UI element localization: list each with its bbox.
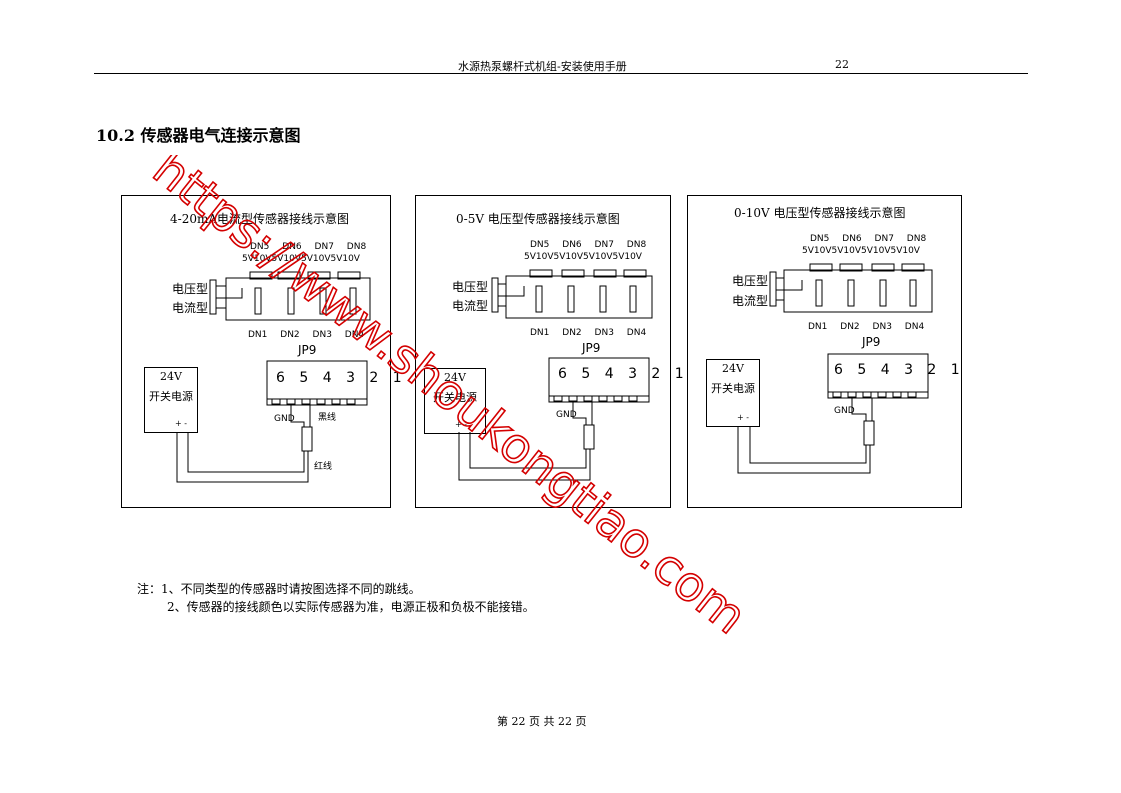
black-wire-label: 黑线 bbox=[318, 413, 337, 423]
voltage-labels: 5V10V5V10V5V10V5V10V bbox=[242, 254, 360, 264]
note-1: 注：1、不同类型的传感器时请按图选择不同的跳线。 bbox=[137, 582, 421, 596]
dn1-label: DN1 bbox=[530, 328, 550, 338]
label-voltage-type: 电压型 bbox=[732, 274, 769, 288]
switching-power-supply: 24V 开关电源 + - bbox=[424, 368, 486, 434]
voltage-labels: 5V10V5V10V5V10V5V10V bbox=[802, 246, 920, 256]
psu-polarity: + - bbox=[455, 420, 467, 429]
dn7-label: DN7 bbox=[314, 242, 334, 252]
dn-top-labels: DN5 DN6 DN7 DN8 bbox=[810, 234, 926, 244]
red-wire-label: 红线 bbox=[314, 462, 333, 472]
header-page-number: 22 bbox=[835, 58, 849, 71]
voltage-labels: 5V10V5V10V5V10V5V10V bbox=[524, 252, 642, 262]
dn1-label: DN1 bbox=[248, 330, 268, 340]
psu-voltage: 24V bbox=[722, 362, 744, 375]
gnd-label: GND bbox=[556, 410, 577, 420]
dn3-label: DN3 bbox=[312, 330, 332, 340]
panel-title: 0-10V 电压型传感器接线示意图 bbox=[734, 206, 906, 220]
switching-power-supply: 24V 开关电源 + - bbox=[144, 367, 198, 433]
wiring-diagram bbox=[458, 269, 653, 481]
connector-label: JP9 bbox=[582, 341, 601, 355]
dn-bottom-labels: DN1 DN2 DN3 DN4 bbox=[248, 330, 364, 340]
dn3-label: DN3 bbox=[872, 322, 892, 332]
dn7-label: DN7 bbox=[594, 240, 614, 250]
psu-voltage: 24V bbox=[444, 371, 466, 384]
dn4-label: DN4 bbox=[344, 330, 365, 340]
dn-bottom-labels: DN1 DN2 DN3 DN4 bbox=[530, 328, 646, 338]
dn4-label: DN4 bbox=[626, 328, 647, 338]
dn3-label: DN3 bbox=[594, 328, 614, 338]
dn6-label: DN6 bbox=[842, 234, 862, 244]
dn2-label: DN2 bbox=[562, 328, 582, 338]
gnd-label: GND bbox=[274, 414, 295, 424]
header-rule bbox=[94, 73, 1028, 74]
dn-bottom-labels: DN1 DN2 DN3 DN4 bbox=[808, 322, 924, 332]
footer-page-info: 第 22 页 共 22 页 bbox=[497, 715, 587, 728]
section-title: 10.2 传感器电气连接示意图 bbox=[96, 126, 301, 145]
psu-name: 开关电源 bbox=[149, 390, 193, 403]
label-current-type: 电流型 bbox=[732, 294, 769, 308]
dn1-label: DN1 bbox=[808, 322, 828, 332]
dn8-label: DN8 bbox=[626, 240, 647, 250]
psu-polarity: + - bbox=[175, 419, 187, 428]
notes: 注：1、不同类型的传感器时请按图选择不同的跳线。 2、传感器的接线颜色以实际传感… bbox=[137, 580, 535, 616]
dn-top-labels: DN5 DN6 DN7 DN8 bbox=[250, 242, 366, 252]
psu-name: 开关电源 bbox=[433, 391, 477, 404]
switching-power-supply: 24V 开关电源 + - bbox=[706, 359, 760, 427]
label-current-type: 电流型 bbox=[172, 301, 209, 315]
panel-current-sensor: 4-20mA电流型传感器接线示意图 DN5 DN6 DN7 DN8 5V10V5… bbox=[121, 195, 402, 508]
panel-0-5v-sensor: 0-5V 电压型传感器接线示意图 DN5 DN6 DN7 DN8 5V10V5V… bbox=[415, 195, 684, 508]
label-voltage-type: 电压型 bbox=[172, 282, 209, 296]
panel-title: 0-5V 电压型传感器接线示意图 bbox=[456, 212, 620, 226]
psu-polarity: + - bbox=[737, 413, 749, 422]
dn8-label: DN8 bbox=[906, 234, 927, 244]
panel-title: 4-20mA电流型传感器接线示意图 bbox=[170, 212, 350, 226]
terminal-numbers: 6 5 4 3 2 1 bbox=[558, 366, 689, 382]
panel-0-10v-sensor: 0-10V 电压型传感器接线示意图 DN5 DN6 DN7 DN8 5V10V5… bbox=[687, 195, 962, 508]
dn6-label: DN6 bbox=[282, 242, 302, 252]
dn7-label: DN7 bbox=[874, 234, 894, 244]
wiring-diagram bbox=[176, 271, 371, 483]
wiring-diagram bbox=[737, 263, 933, 474]
dn5-label: DN5 bbox=[810, 234, 830, 244]
psu-name: 开关电源 bbox=[711, 382, 755, 395]
header-title: 水源热泵螺杆式机组-安装使用手册 bbox=[458, 60, 627, 73]
dn5-label: DN5 bbox=[530, 240, 550, 250]
dn2-label: DN2 bbox=[840, 322, 860, 332]
label-current-type: 电流型 bbox=[452, 299, 489, 313]
dn2-label: DN2 bbox=[280, 330, 300, 340]
dn6-label: DN6 bbox=[562, 240, 582, 250]
note-2: 2、传感器的接线颜色以实际传感器为准，电源正极和负极不能接错。 bbox=[167, 600, 535, 614]
label-voltage-type: 电压型 bbox=[452, 280, 489, 294]
dn5-label: DN5 bbox=[250, 242, 270, 252]
dn-top-labels: DN5 DN6 DN7 DN8 bbox=[530, 240, 646, 250]
gnd-label: GND bbox=[834, 406, 855, 416]
psu-voltage: 24V bbox=[160, 370, 182, 383]
dn4-label: DN4 bbox=[904, 322, 925, 332]
connector-label: JP9 bbox=[298, 343, 317, 357]
terminal-numbers: 6 5 4 3 2 1 bbox=[276, 370, 407, 386]
dn8-label: DN8 bbox=[346, 242, 367, 252]
connector-label: JP9 bbox=[862, 335, 881, 349]
